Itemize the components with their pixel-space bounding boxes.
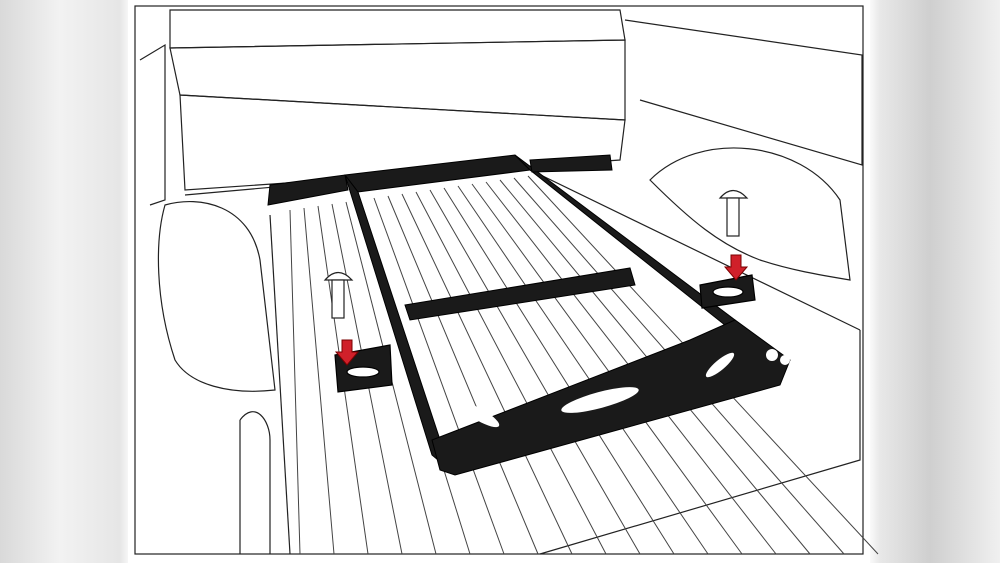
floor-rib bbox=[373, 197, 505, 555]
floor-rib bbox=[429, 189, 641, 555]
floor-rib bbox=[289, 209, 301, 555]
floor-rib bbox=[457, 185, 709, 555]
floor-rib bbox=[443, 187, 675, 555]
frame-cutouts bbox=[460, 349, 790, 428]
mounting-plates bbox=[334, 274, 756, 393]
floor-rib bbox=[471, 183, 743, 555]
arrow-icon bbox=[334, 254, 749, 366]
floor-rib bbox=[303, 207, 335, 555]
floor-rib bbox=[387, 195, 539, 555]
truck-bed-outline bbox=[134, 5, 864, 555]
carriage-bolts bbox=[323, 189, 749, 319]
floor-rib bbox=[415, 191, 607, 555]
floor-rib bbox=[401, 193, 573, 555]
